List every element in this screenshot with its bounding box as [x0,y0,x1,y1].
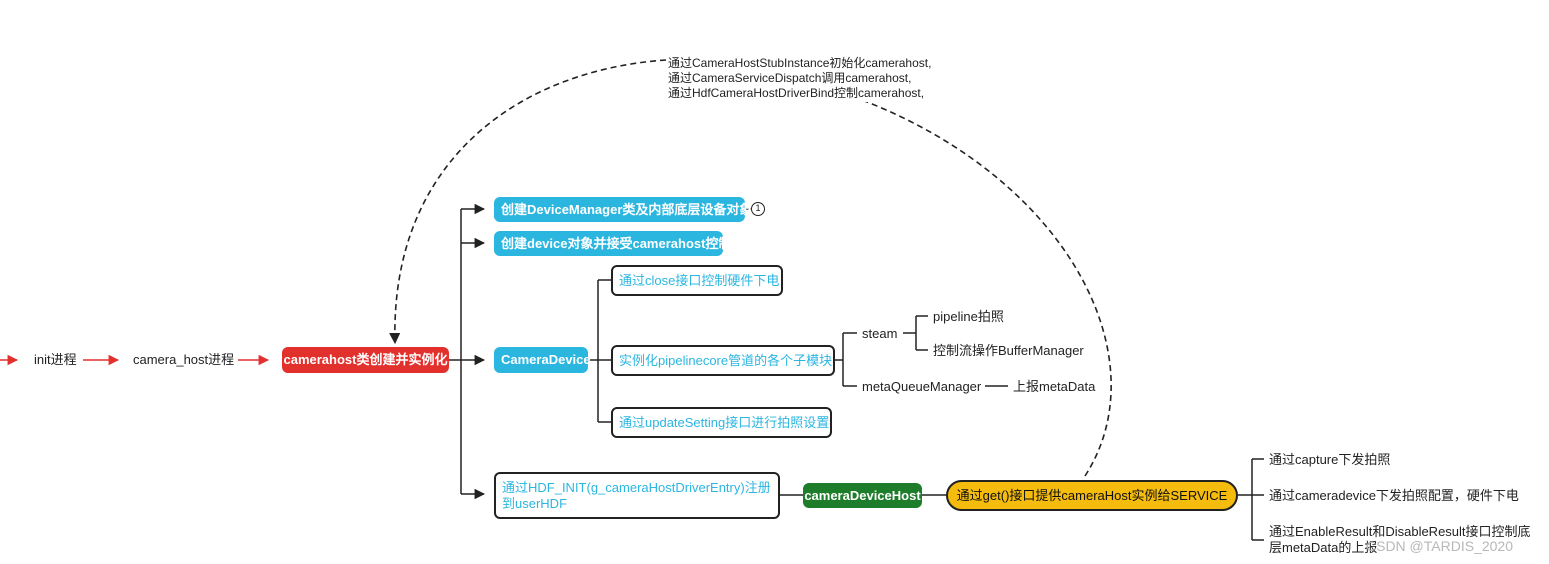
relationship-curve [861,99,1112,477]
node-pipeline[interactable]: 实例化pipelinecore管道的各个子模块 [611,345,835,376]
node-hdf-init[interactable]: 通过HDF_INIT(g_cameraHostDriverEntry)注册到us… [494,472,780,519]
node-report-meta[interactable]: 上报metaData [1013,379,1096,394]
node-enable-result[interactable]: 通过EnableResult和DisableResult接口控制底层metaDa… [1269,524,1531,555]
node-get-service[interactable]: 通过get()接口提供cameraHost实例给SERVICE [946,480,1238,511]
node-device-object[interactable]: 创建device对象并接受camerahost控制 [494,231,731,256]
note-line-2: 通过CameraServiceDispatch调用camerahost, [668,71,912,85]
badge-icon[interactable]: 1 [751,202,765,216]
node-close[interactable]: 通过close接口控制硬件下电 [611,265,783,296]
camera-host-process-node[interactable]: camera_host进程 [133,352,235,367]
node-pipeline-photo[interactable]: pipeline拍照 [933,309,1004,324]
watermark: CSDN @TARDIS_2020 [1366,538,1513,554]
root-node-camerahost[interactable]: camerahost类创建并实例化 [282,347,449,373]
node-cameradevice-config[interactable]: 通过cameradevice下发拍照配置，硬件下电 [1269,488,1519,503]
node-camera-device-host[interactable]: cameraDeviceHost [803,483,922,508]
note-line-1: 通过CameraHostStubInstance初始化camerahost, [668,56,932,70]
node-meta-queue-manager[interactable]: metaQueueManager [862,379,982,394]
relationship-curve-arrow [389,59,667,345]
node-device-manager[interactable]: 创建DeviceManager类及内部底层设备对象 [494,197,752,222]
note-line-3: 通过HdfCameraHostDriverBind控制camerahost, [668,86,925,100]
relationship-note: 通过CameraHostStubInstance初始化camerahost, 通… [666,55,934,102]
node-capture[interactable]: 通过capture下发拍照 [1269,452,1391,467]
node-buffer-manager[interactable]: 控制流操作BufferManager [933,343,1084,358]
node-update-setting[interactable]: 通过updateSetting接口进行拍照设置 [611,407,832,438]
init-process-node[interactable]: init进程 [34,352,77,367]
node-camera-device[interactable]: CameraDevice [494,347,591,373]
node-steam[interactable]: steam [862,326,898,341]
